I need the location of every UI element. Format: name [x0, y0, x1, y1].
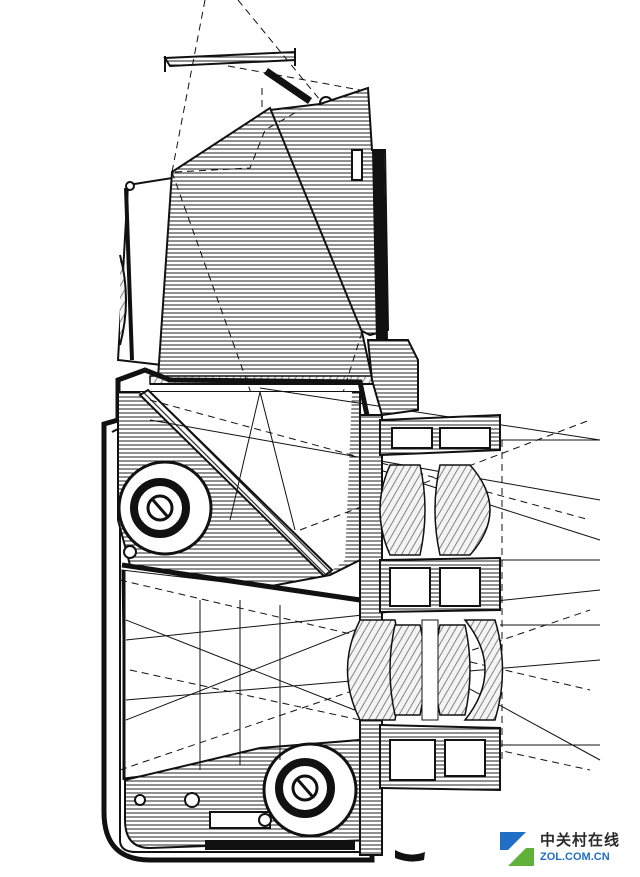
- zol-watermark: 中关村在线 ZOL.COM.CN: [498, 826, 634, 872]
- upper-film-spool: [117, 460, 213, 556]
- film-rollers: [123, 545, 272, 827]
- viewfinder-light-cone: [156, 106, 374, 379]
- lower-film-spool: [262, 742, 358, 838]
- watermark-url: ZOL.COM.CN: [540, 851, 610, 863]
- finder-hood: [116, 48, 390, 367]
- taking-lens: [346, 619, 504, 792]
- watermark-name: 中关村在线: [540, 831, 621, 849]
- zol-logo-icon: [500, 832, 534, 866]
- reflex-mirror: [138, 388, 334, 578]
- viewing-lens: [379, 413, 501, 614]
